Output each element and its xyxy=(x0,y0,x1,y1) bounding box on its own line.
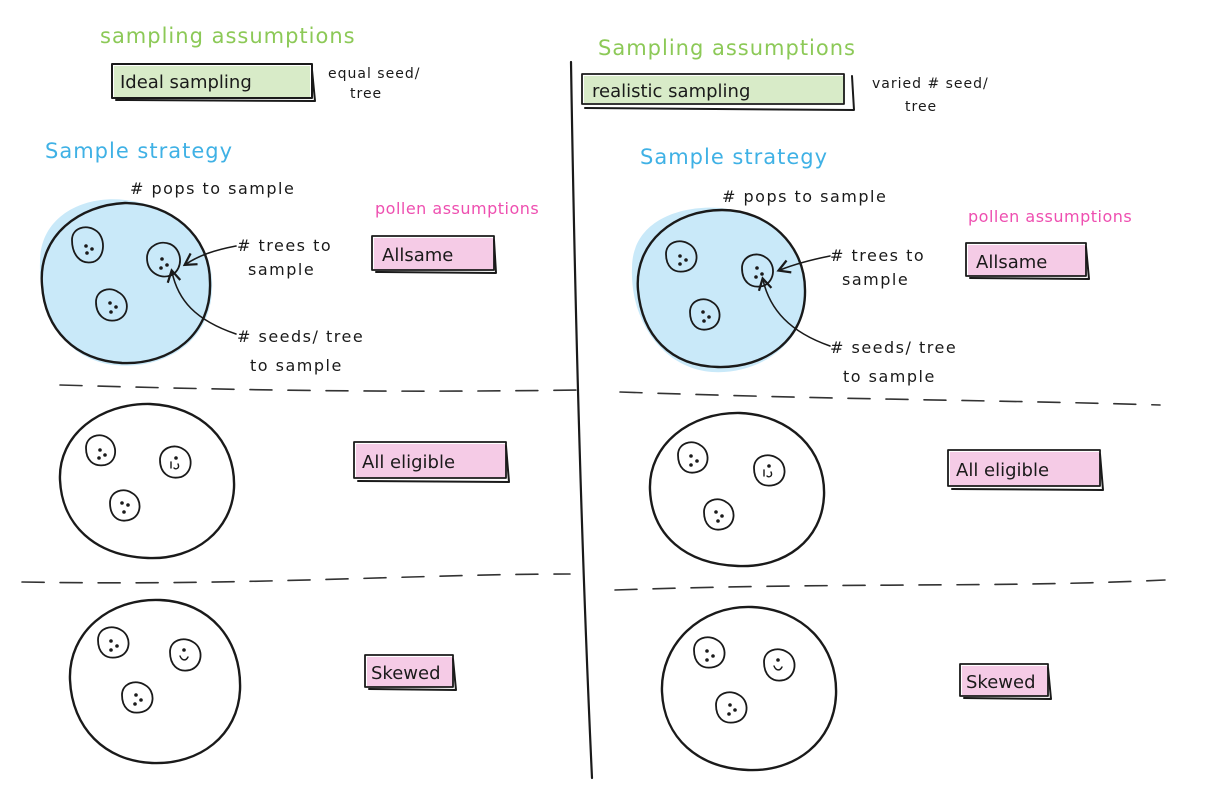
left-population-3 xyxy=(68,598,242,765)
right-sampling-heading: Sampling assumptions xyxy=(598,36,856,60)
left-trees-label-1: # trees to xyxy=(237,236,332,255)
right-pollen-box-all-eligible-label: All eligible xyxy=(956,460,1049,481)
left-pollen-box-all-eligible: All eligible xyxy=(353,441,510,483)
right-sampling-box: realistic sampling xyxy=(581,73,855,111)
left-seeds-arrow xyxy=(166,268,237,335)
tree-icon xyxy=(109,489,141,522)
right-pollen-heading: pollen assumptions xyxy=(968,207,1132,226)
tree-icon xyxy=(169,638,202,672)
right-pollen-box-allsame-label: Allsame xyxy=(976,252,1047,273)
tree-icon xyxy=(665,240,698,273)
right-trees-label-2: sample xyxy=(842,270,909,289)
left-population-2 xyxy=(58,402,236,560)
right-trees-label-1: # trees to xyxy=(830,246,925,265)
left-sampling-box: Ideal sampling xyxy=(111,63,316,102)
right-divider-bottom xyxy=(614,579,1166,591)
left-pollen-box-all-eligible-label: All eligible xyxy=(362,452,455,473)
vertical-divider xyxy=(569,60,594,780)
left-sampling-note-1: equal seed/ xyxy=(328,66,420,82)
right-sampling-note-1: varied # seed/ xyxy=(872,76,989,92)
right-seeds-label-2: to sample xyxy=(843,367,936,386)
tree-icon xyxy=(763,648,796,682)
left-pops-label: # pops to sample xyxy=(130,179,295,198)
tree-icon xyxy=(71,226,104,264)
right-population-1 xyxy=(631,207,807,373)
left-divider-top xyxy=(59,384,586,392)
right-seeds-arrow xyxy=(757,276,831,347)
tree-icon xyxy=(753,454,786,487)
tree-icon xyxy=(689,298,721,331)
right-population-3 xyxy=(660,605,838,772)
right-column: Sampling assumptions realistic sampling … xyxy=(581,36,1132,772)
right-pollen-box-skewed-label: Skewed xyxy=(966,672,1036,693)
tree-icon xyxy=(146,241,181,278)
tree-icon xyxy=(97,626,130,659)
left-column: sampling assumptions Ideal sampling equa… xyxy=(39,24,539,765)
right-seeds-label-1: # seeds/ tree xyxy=(830,338,957,357)
left-trees-label-2: sample xyxy=(248,260,315,279)
left-pollen-box-allsame-label: Allsame xyxy=(382,245,453,266)
left-seeds-label-2: to sample xyxy=(250,356,343,375)
right-divider-top xyxy=(619,391,1161,406)
right-strategy-heading: Sample strategy xyxy=(640,145,828,169)
left-pollen-heading: pollen assumptions xyxy=(375,199,539,218)
left-trees-arrow xyxy=(182,245,237,267)
left-pollen-box-skewed: Skewed xyxy=(364,654,457,691)
left-divider-bottom xyxy=(21,573,571,584)
tree-icon xyxy=(703,498,735,531)
tree-icon xyxy=(159,445,192,479)
right-population-2 xyxy=(648,411,826,568)
left-pollen-box-allsame: Allsame xyxy=(371,235,497,274)
right-pollen-box-skewed: Skewed xyxy=(959,663,1052,700)
right-trees-arrow xyxy=(776,255,831,274)
left-strategy-heading: Sample strategy xyxy=(45,139,233,163)
right-sampling-note-2: tree xyxy=(905,99,937,115)
left-pollen-box-skewed-label: Skewed xyxy=(371,663,441,684)
tree-icon xyxy=(121,681,154,714)
right-pops-label: # pops to sample xyxy=(722,187,887,206)
left-population-1 xyxy=(39,199,213,366)
tree-icon xyxy=(95,288,128,322)
tree-icon xyxy=(715,691,748,724)
right-pollen-box-allsame: Allsame xyxy=(965,242,1090,280)
tree-icon xyxy=(85,434,117,467)
tree-icon xyxy=(693,636,726,669)
left-seeds-label-1: # seeds/ tree xyxy=(237,327,364,346)
tree-icon xyxy=(677,441,709,474)
left-sampling-heading: sampling assumptions xyxy=(100,24,356,48)
tree-icon xyxy=(741,253,774,288)
right-pollen-box-all-eligible: All eligible xyxy=(947,449,1104,491)
left-sampling-note-2: tree xyxy=(350,86,382,102)
right-sampling-box-label: realistic sampling xyxy=(592,81,750,102)
left-sampling-box-label: Ideal sampling xyxy=(120,72,252,93)
